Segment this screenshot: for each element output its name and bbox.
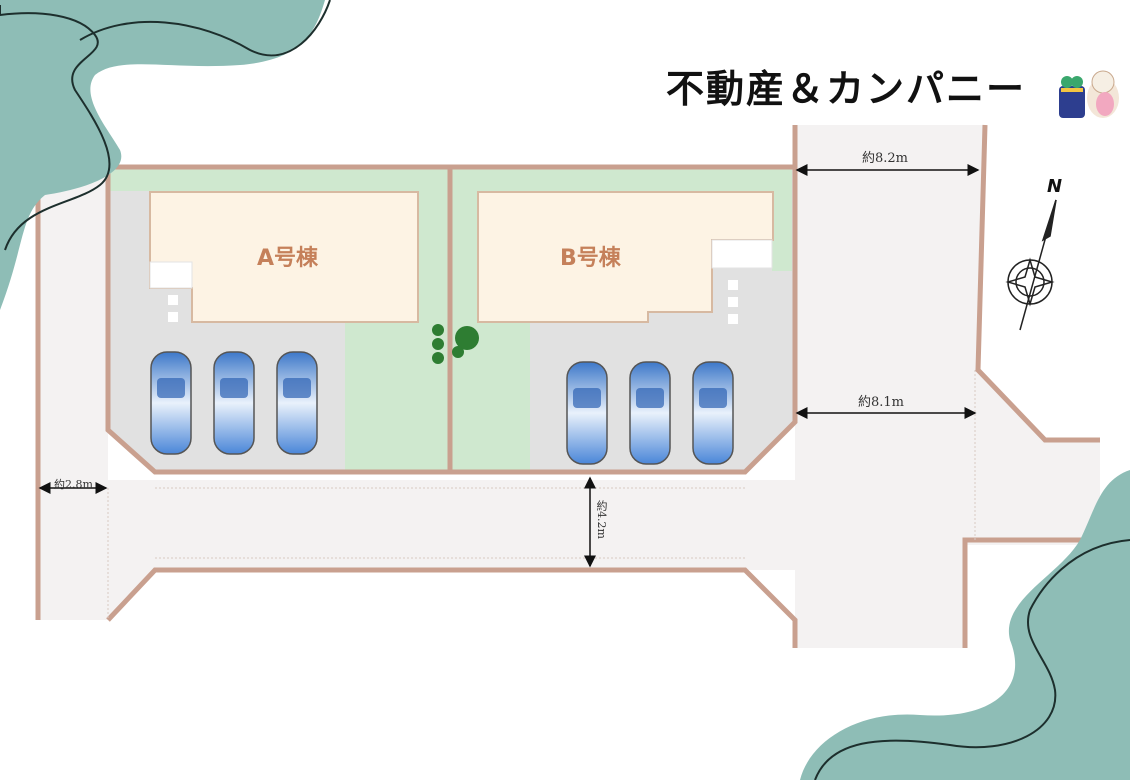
roads <box>38 125 1100 648</box>
compass-icon <box>1005 199 1057 331</box>
building-b-label: B号棟 <box>560 246 621 271</box>
dimension-south-road: 約4.2m <box>595 500 608 539</box>
dimension-arrows <box>38 164 980 568</box>
building-a-label: A号棟 <box>257 246 319 271</box>
dimension-east-road-top: 約8.2m <box>862 151 909 166</box>
car-a2 <box>213 351 255 455</box>
car-b2 <box>629 361 671 465</box>
parking-cars <box>150 351 734 465</box>
buildings <box>149 191 774 324</box>
car-b1 <box>566 361 608 465</box>
east-road <box>795 125 1100 648</box>
north-label: N <box>1047 176 1063 197</box>
west-road <box>38 170 108 620</box>
garden-areas <box>110 169 792 470</box>
car-a1 <box>150 351 192 455</box>
site-boundary <box>35 124 1100 648</box>
decorative-wave-top-left <box>0 0 331 310</box>
company-name: 不動産＆カンパニー <box>666 67 1027 111</box>
car-a3 <box>276 351 318 455</box>
decorative-wave-bottom-right <box>800 470 1130 780</box>
car-b3 <box>692 361 734 465</box>
road-setback-lines <box>107 370 976 620</box>
south-road <box>108 480 795 570</box>
dimension-west-road: 約2.8m <box>54 478 93 491</box>
building-b-footprint <box>477 191 774 323</box>
mascot-logo <box>1059 70 1119 118</box>
trees <box>432 324 479 364</box>
dimension-east-road-mid: 約8.1m <box>858 395 905 410</box>
